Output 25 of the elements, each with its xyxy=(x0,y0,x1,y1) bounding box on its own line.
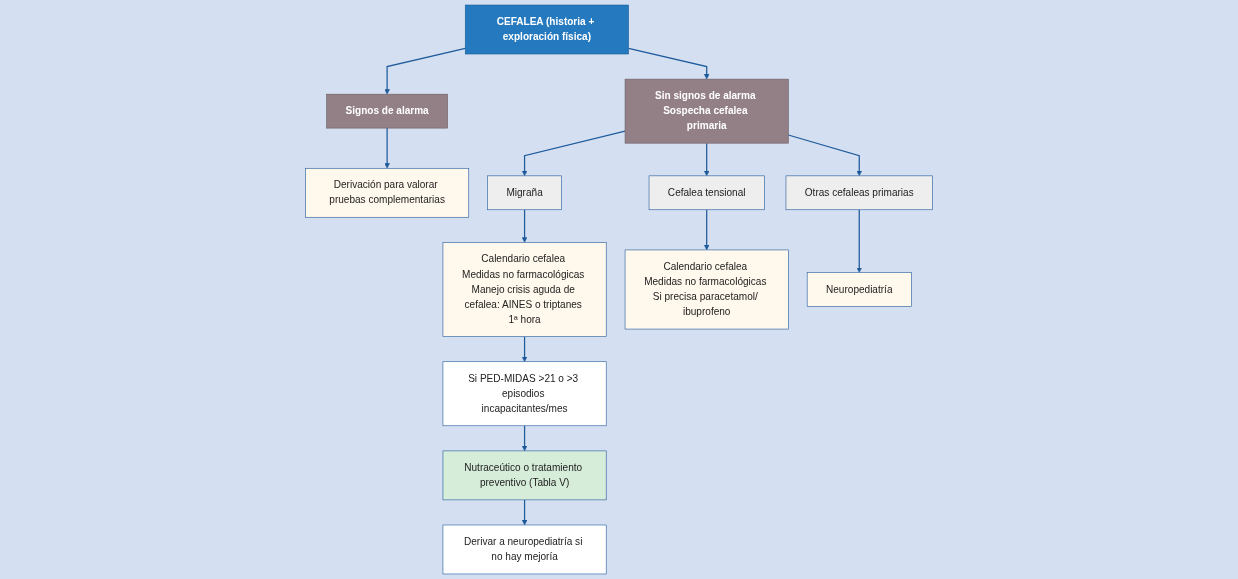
node-box: Otras cefaleas primarias xyxy=(785,175,933,211)
node-box: Nutraceútico o tratamiento preventivo (Tabla V) xyxy=(442,450,607,501)
arrow xyxy=(703,209,710,251)
arrow xyxy=(787,134,862,177)
arrow xyxy=(856,209,862,273)
arrow xyxy=(521,335,528,362)
arrow xyxy=(384,47,466,95)
arrow xyxy=(521,499,528,526)
node-box: Calendario cefalea Medidas no farmacológicas Manejo crisis aguda de cefalea: AINES o triptanes 1ª hora xyxy=(442,242,607,337)
node-box: CEFALEA (historia + exploración física) xyxy=(464,4,629,55)
node-box: Calendario cefalea Medidas no farmacológicas Si precisa paracetamol/ ibuprofeno xyxy=(624,249,789,330)
node-box: Signos de alarma xyxy=(326,93,448,129)
node-box: Derivación para valorar pruebas complementarias xyxy=(305,168,470,218)
node-box: Derivar a neuropediatría si no hay mejoría xyxy=(442,524,607,575)
arrow xyxy=(703,142,710,177)
arrow xyxy=(521,209,528,243)
arrow xyxy=(521,425,528,452)
node-box: Sin signos de alarma Sospecha cefalea primaria xyxy=(624,78,789,144)
node-box: Cefalea tensional xyxy=(648,175,765,211)
arrow xyxy=(521,130,626,177)
node-box: Migraña xyxy=(487,175,562,211)
node-box: Neuropediatría xyxy=(806,272,912,307)
arrow xyxy=(384,127,390,169)
arrow xyxy=(627,47,710,80)
node-box: Si PED-MIDAS >21 o >3 episodios incapacitantes/mes xyxy=(442,361,607,427)
